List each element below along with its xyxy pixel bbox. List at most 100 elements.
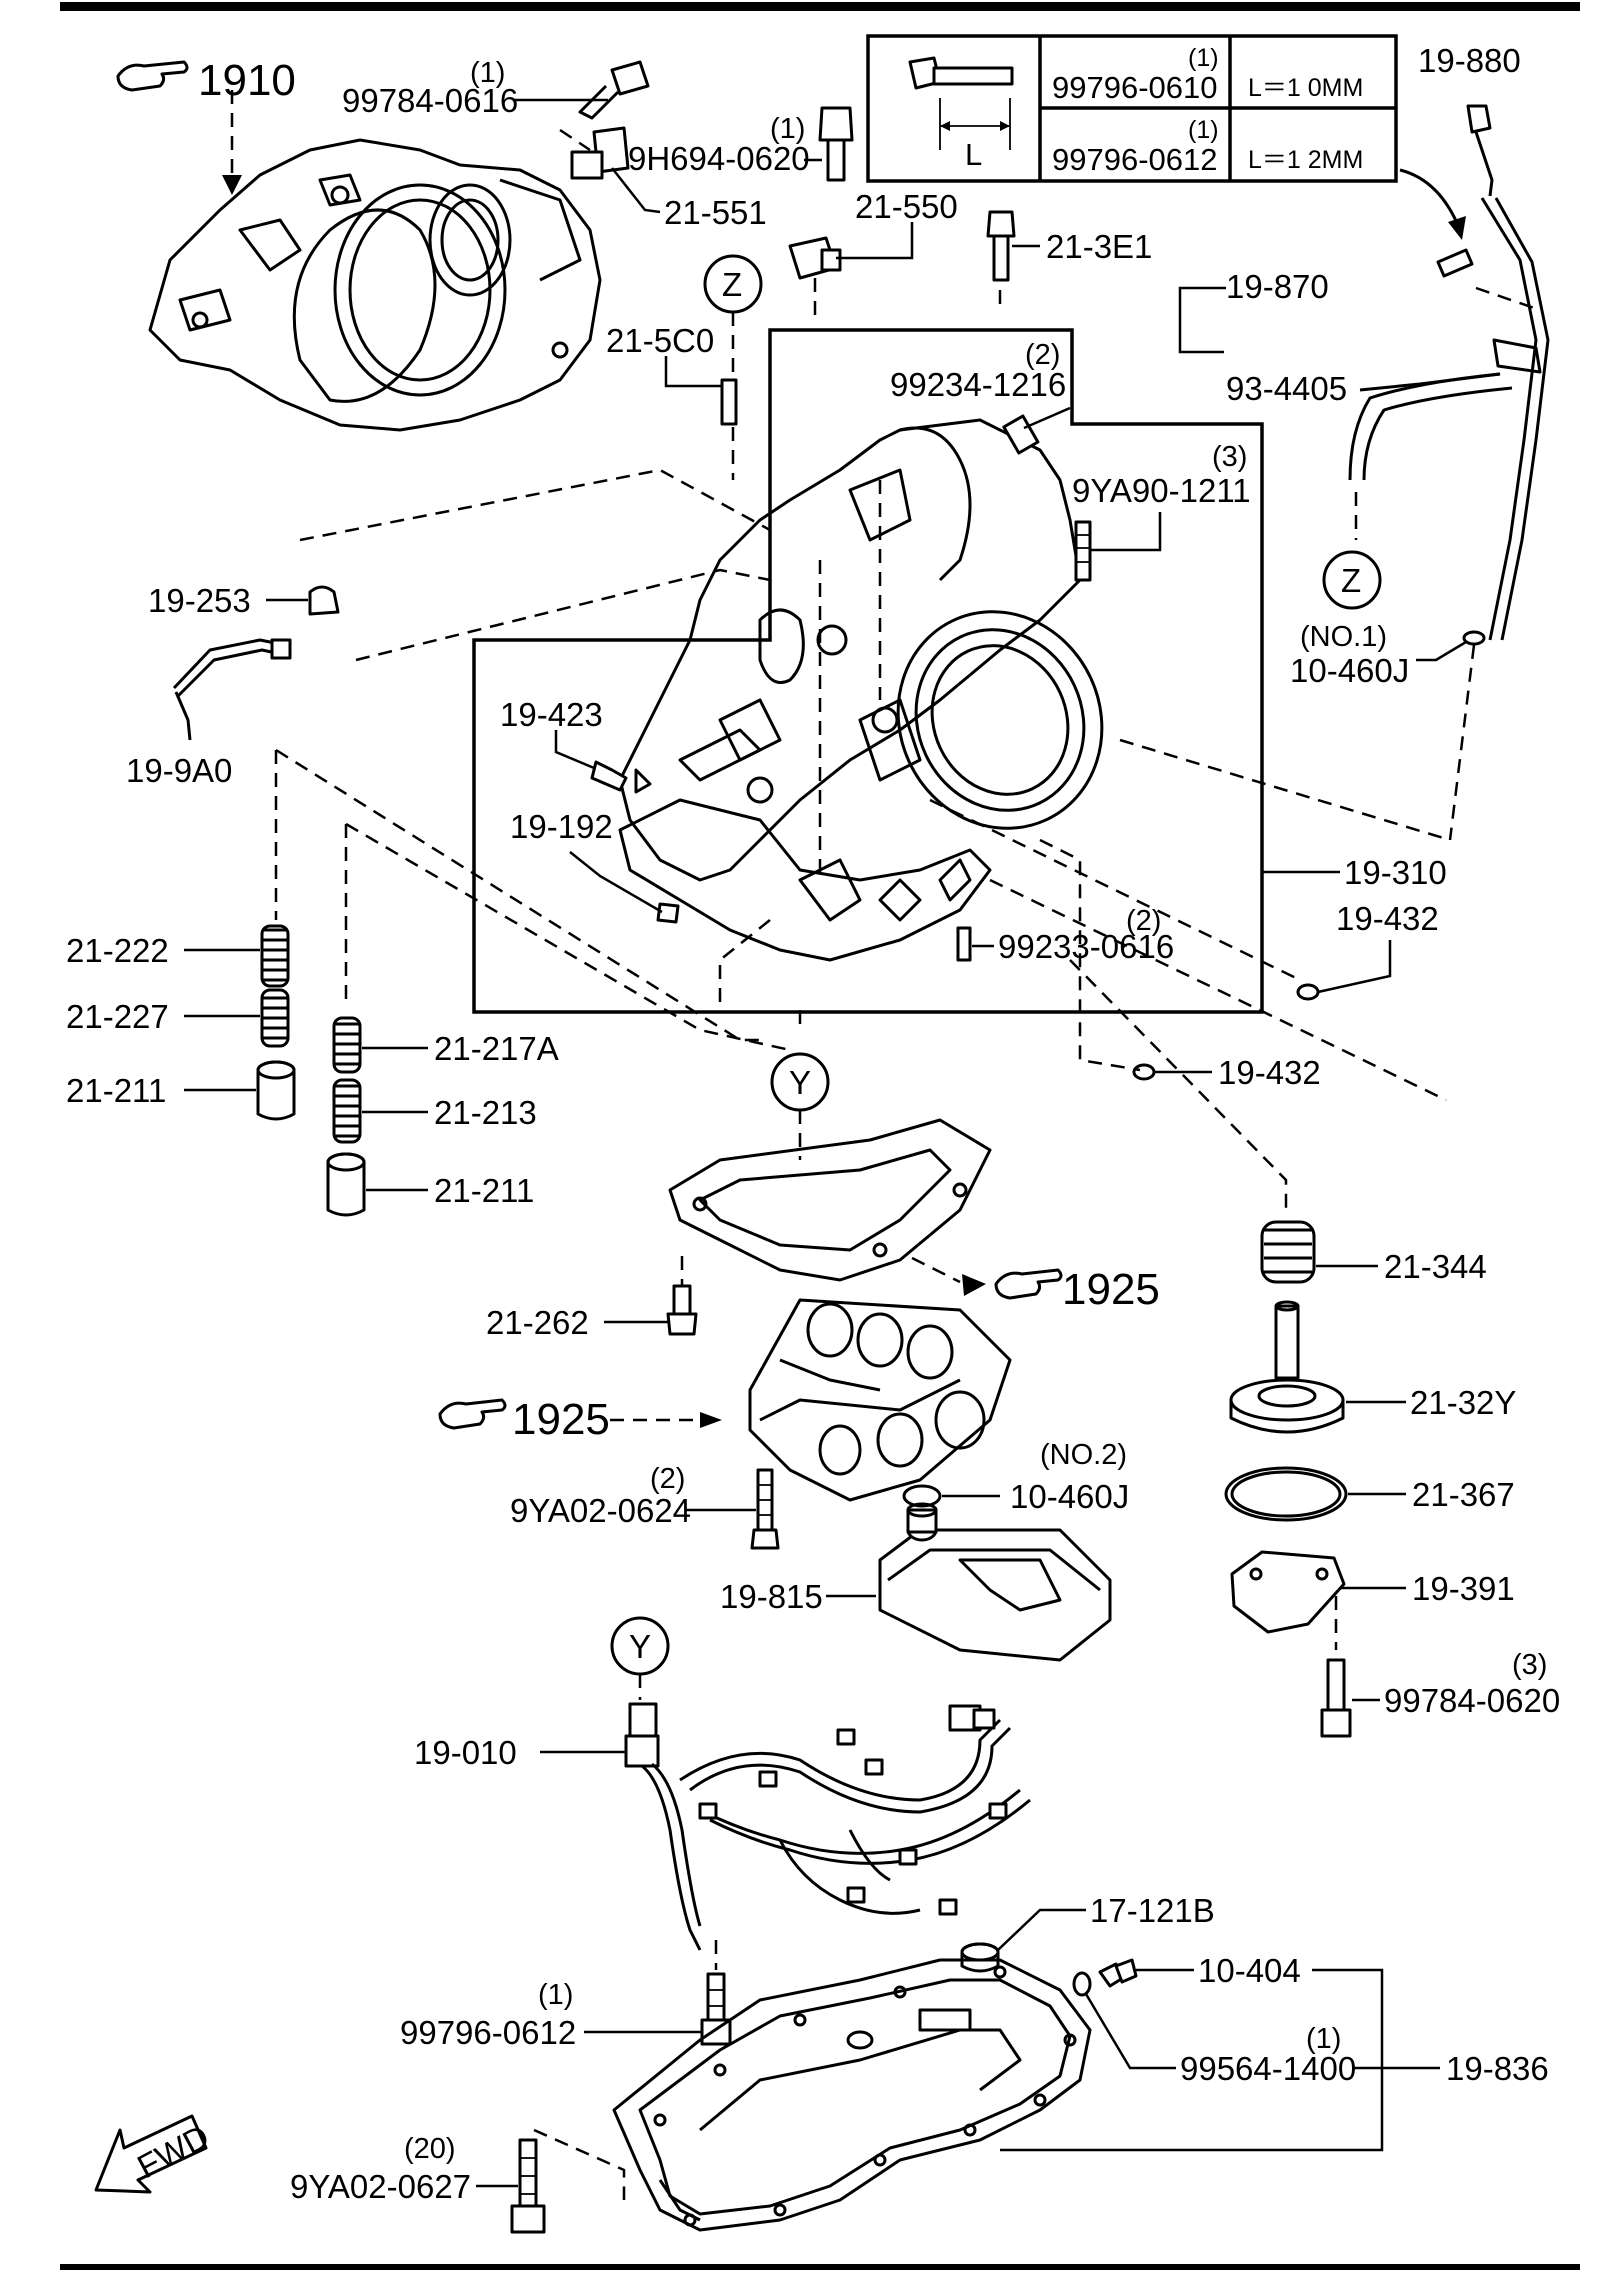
harness-19-9a0 <box>172 638 292 741</box>
fwd-arrow-icon: FWD <box>94 2114 215 2194</box>
circle-y-upper-letter: Y <box>789 1064 811 1101</box>
pin-21-5c0 <box>664 356 738 426</box>
spring-21-222 <box>184 924 290 988</box>
label-10-404: 10-404 <box>1198 1952 1301 1989</box>
bolt-21-262 <box>604 1256 698 1336</box>
label-21-222: 21-222 <box>66 932 169 969</box>
gasket-99564-1400 <box>1072 1971 1176 2070</box>
separator-plate <box>668 1118 992 1296</box>
bolt-99796-0612 <box>584 1940 732 2046</box>
spring-21-217a <box>332 1016 428 1074</box>
label-21-217a: 21-217A <box>434 1030 559 1067</box>
o-ring-19-432-upper <box>1296 940 1392 1001</box>
label-19-310: 19-310 <box>1344 854 1447 891</box>
label-99233-0616: 99233-0616 <box>998 928 1174 965</box>
label-9ya90-1211: 9YA90-1211 <box>1072 472 1251 509</box>
guide-lines <box>274 468 1451 1210</box>
qty-99234-1216: (2) <box>1025 339 1060 371</box>
label-21-3e1: 21-3E1 <box>1046 228 1152 265</box>
label-21-367: 21-367 <box>1412 1476 1515 1513</box>
label-21-213: 21-213 <box>434 1094 537 1131</box>
table-qty-1: (1) <box>1188 44 1219 72</box>
label-9h694-0620: 9H694-0620 <box>628 140 810 177</box>
spring-21-213 <box>332 1078 428 1144</box>
oil-strainer-19-815 <box>826 1502 1112 1662</box>
label-19-870: 19-870 <box>1226 268 1329 305</box>
drain-plug-10-404 <box>1098 1958 1194 1988</box>
circle-z-left: Z <box>703 254 763 480</box>
label-19-253: 19-253 <box>148 582 251 619</box>
qty-9ya90-1211: (3) <box>1212 441 1247 473</box>
table-qty-2: (1) <box>1188 116 1219 144</box>
label-19-432-lower: 19-432 <box>1218 1054 1321 1091</box>
ref-1910-text: 1910 <box>198 56 296 105</box>
valve-body <box>748 1298 1012 1502</box>
pointing-hand-icon-upper <box>994 1268 1063 1300</box>
label-99784-0616: 99784-0616 <box>342 82 518 119</box>
qty-9ya02-0627: (20) <box>404 2133 456 2165</box>
bolt-21-3e1 <box>986 210 1040 310</box>
plug-21-211-right <box>326 1152 428 1217</box>
qty-99564-1400: (1) <box>1306 2023 1341 2055</box>
hose-93-4405 <box>1348 372 1513 540</box>
seal-ring-21-367 <box>1224 1466 1406 1522</box>
bracket-19-836 <box>1000 1968 1440 2152</box>
ref-1925-lower-text: 1925 <box>512 1395 610 1444</box>
transaxle-case <box>618 406 1104 962</box>
circle-z-right: Z <box>1322 550 1382 610</box>
label-21-211-right: 21-211 <box>434 1172 534 1209</box>
bolt-99784-0620 <box>1320 1658 1380 1738</box>
dimension-letter: L <box>965 137 982 172</box>
bracket-bolt-19-870 <box>1178 248 1542 374</box>
pin-99233-0616 <box>956 926 994 962</box>
table-part-2: 99796-0612 <box>1052 142 1218 177</box>
label-99796-0612: 99796-0612 <box>400 2014 576 2051</box>
qty-10-460j-no2: (NO.2) <box>1040 1439 1127 1471</box>
sensor-21-551 <box>559 126 661 214</box>
spring-21-227 <box>184 988 290 1048</box>
label-19-9a0: 19-9A0 <box>126 752 232 789</box>
label-21-262: 21-262 <box>486 1304 589 1341</box>
label-21-5c0: 21-5C0 <box>606 322 714 359</box>
label-10-460j-no1: 10-460J <box>1290 652 1409 689</box>
label-21-344: 21-344 <box>1384 1248 1487 1285</box>
bottom-rule <box>60 2264 1580 2270</box>
label-21-227: 21-227 <box>66 998 169 1035</box>
servo-cover-19-391 <box>1230 1550 1406 1650</box>
label-19-880: 19-880 <box>1418 42 1521 79</box>
bolt-19-423 <box>554 730 652 794</box>
ref-1925-upper-text: 1925 <box>1062 1265 1160 1314</box>
label-21-32y: 21-32Y <box>1410 1384 1516 1421</box>
o-ring-10-460j-no2 <box>902 1484 1000 1508</box>
magnet-17-121b <box>960 1908 1086 1973</box>
table-length-1: L＝1 0MM <box>1248 74 1363 102</box>
label-99234-1216: 99234-1216 <box>890 366 1066 403</box>
top-rule <box>60 2 1580 11</box>
servo-piston-21-32y <box>1229 1300 1406 1434</box>
spring-21-344 <box>1260 1220 1378 1284</box>
table-part-1: 99796-0610 <box>1052 70 1218 105</box>
qty-9h694-0620: (1) <box>770 113 805 145</box>
qty-99784-0620: (3) <box>1512 1649 1547 1681</box>
circle-z-left-letter: Z <box>722 266 742 303</box>
circle-y-lower-letter: Y <box>629 1628 651 1665</box>
label-19-391: 19-391 <box>1412 1570 1515 1607</box>
pointing-hand-icon <box>116 60 189 92</box>
circle-y-lower: Y <box>610 1616 670 1700</box>
label-21-550: 21-550 <box>855 188 958 225</box>
qty-99233-0616: (2) <box>1126 905 1161 937</box>
label-19-010: 19-010 <box>414 1734 517 1771</box>
label-17-121b: 17-121B <box>1090 1892 1215 1929</box>
label-19-192: 19-192 <box>510 808 613 845</box>
label-21-211-left: 21-211 <box>66 1072 166 1109</box>
wiring-harness-19-010 <box>540 1702 1031 1951</box>
circle-z-right-letter: Z <box>1341 562 1361 599</box>
label-10-460j-no2: 10-460J <box>1010 1478 1129 1515</box>
label-19-432-upper: 19-432 <box>1336 900 1439 937</box>
o-ring-10-460j-no1 <box>1416 630 1486 841</box>
sensor-21-550 <box>788 222 914 320</box>
fwd-text: FWD <box>131 2117 215 2185</box>
qty-10-460j-no1: (NO.1) <box>1300 621 1387 653</box>
ref-1925-upper: 1925 <box>994 1265 1160 1314</box>
label-93-4405: 93-4405 <box>1226 370 1347 407</box>
